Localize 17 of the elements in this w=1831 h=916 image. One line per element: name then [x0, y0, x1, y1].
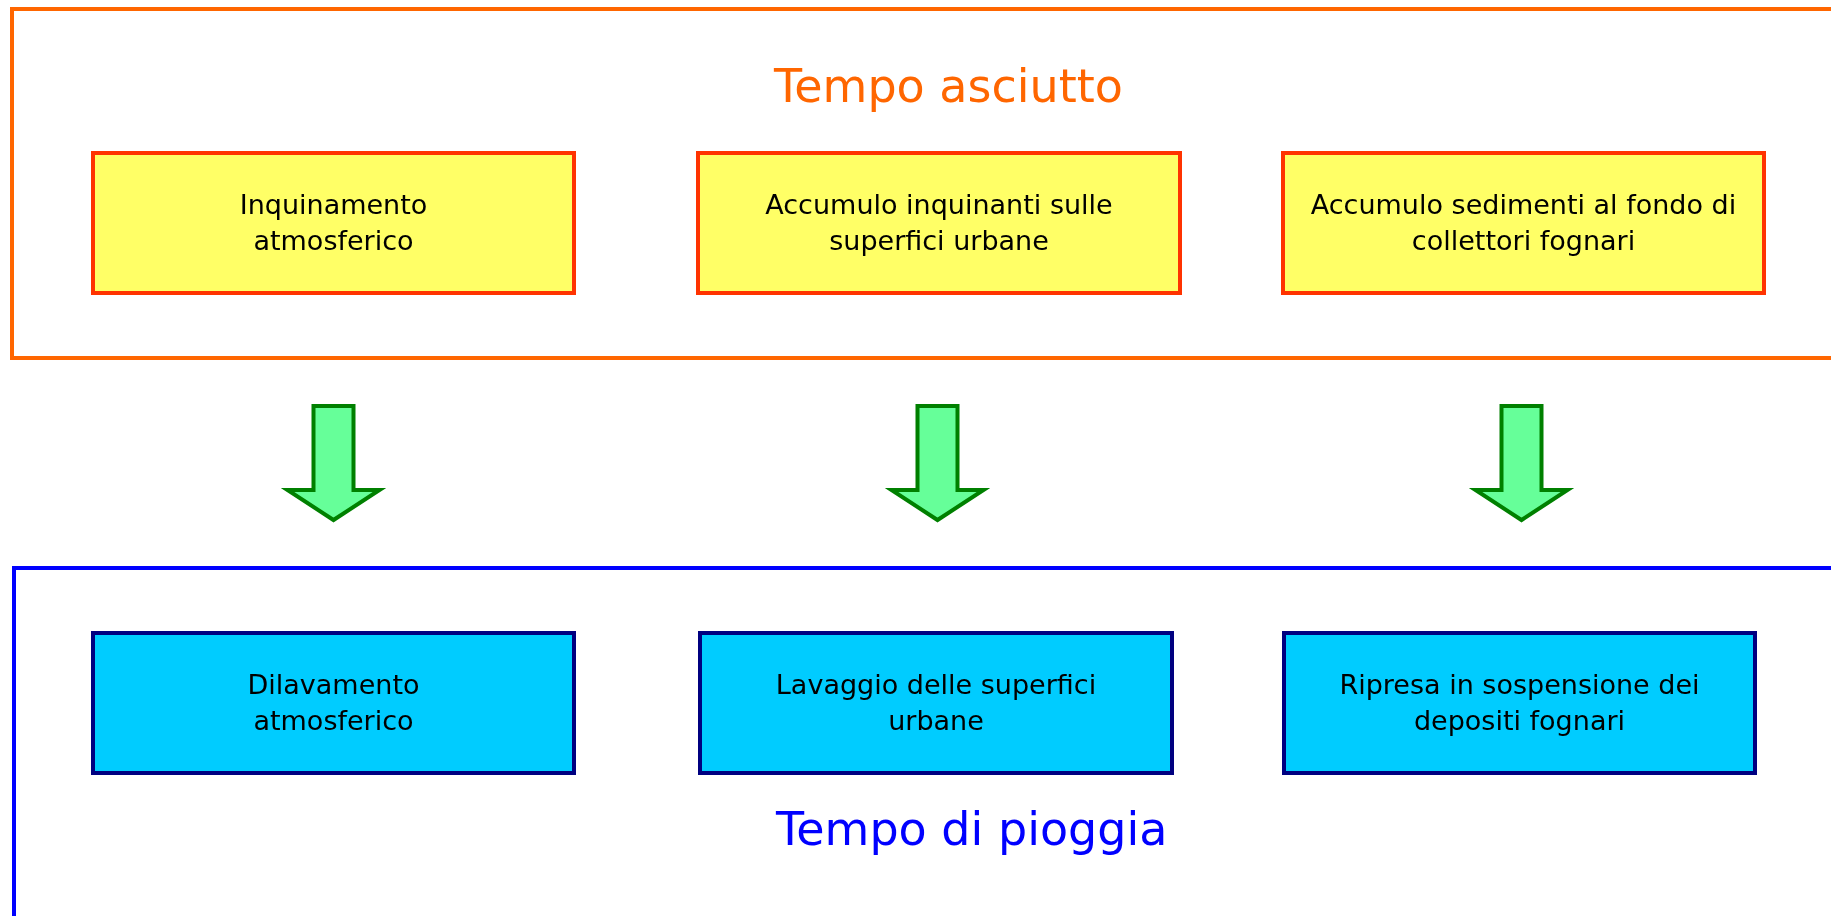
box-text: Lavaggio delle superfici urbane — [774, 668, 1098, 738]
dry-weather-frame — [10, 7, 1831, 360]
box-text: Dilavamento atmosferico — [246, 668, 421, 738]
process-box — [698, 631, 1174, 775]
process-box — [1282, 631, 1757, 775]
block-arrow — [1468, 404, 1575, 523]
box-text: Accumulo sedimenti al fondo di collettori fognari — [1309, 188, 1738, 258]
wet-weather-frame — [12, 566, 1831, 916]
process-box — [696, 151, 1182, 295]
block-arrow — [280, 404, 387, 523]
process-box — [91, 151, 576, 295]
process-box — [91, 631, 576, 775]
block-arrow — [884, 404, 991, 523]
box-text: Ripresa in sospensione dei depositi fognari — [1338, 668, 1701, 738]
process-box — [1281, 151, 1766, 295]
box-text: Accumulo inquinanti sulle superfici urbane — [764, 188, 1114, 258]
box-text: Inquinamento atmosferico — [238, 188, 429, 258]
